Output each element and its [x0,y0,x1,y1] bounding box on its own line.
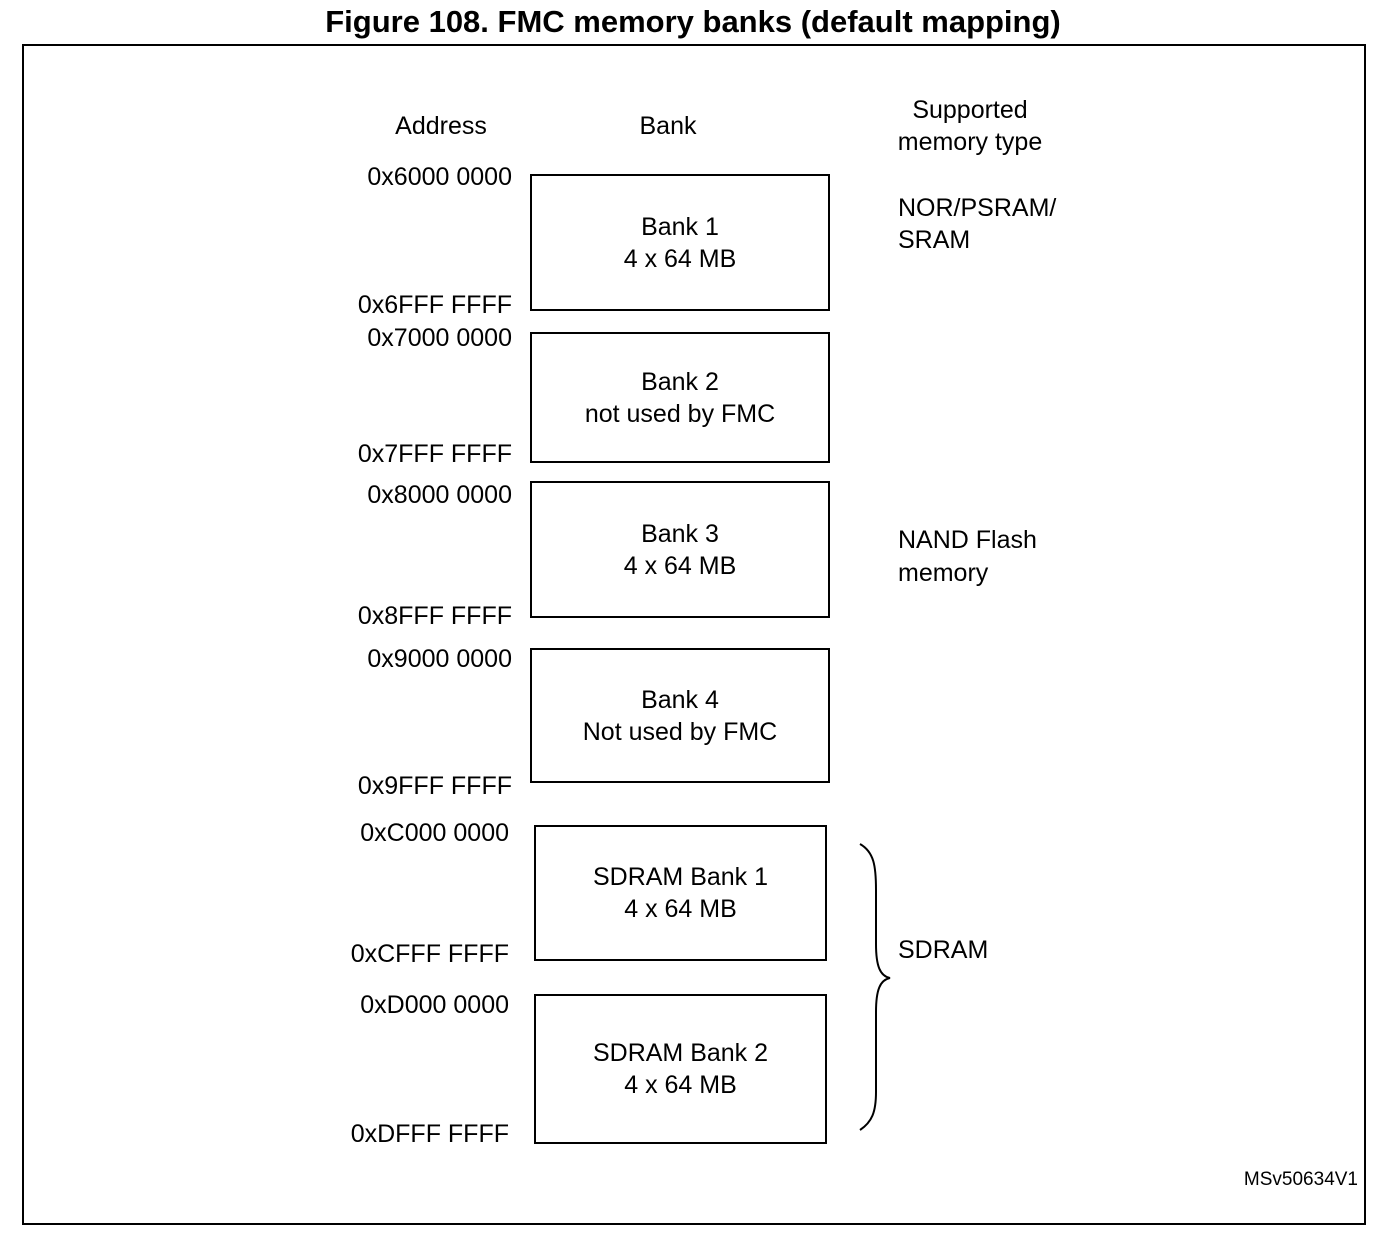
memory-type-nand-line1: NAND Flash [898,526,1037,554]
memory-type-sdram: SDRAM [898,936,989,964]
memory-type-nor-line2: SRAM [898,226,971,254]
address-column-header: Address [395,112,487,140]
bank-4-box: Bank 4 Not used by FMC [530,648,830,783]
bank1-end-address: 0x6FFF FFFF [357,291,512,319]
bank1-start-address: 0x6000 0000 [367,163,512,191]
brace-path [859,843,891,1131]
bank-4-name: Bank 4 [641,685,719,714]
bank-3-box: Bank 3 4 x 64 MB [530,481,830,618]
bank4-end-address: 0x9FFF FFFF [357,772,512,800]
bank-1-box: Bank 1 4 x 64 MB [530,174,830,311]
bank3-end-address: 0x8FFF FFFF [357,602,512,630]
bank4-start-address: 0x9000 0000 [367,645,512,673]
bank-2-detail: not used by FMC [584,399,776,428]
bank3-start-address: 0x8000 0000 [367,481,512,509]
sdram-bank1-start-address: 0xC000 0000 [360,819,509,847]
sdram-bank-1-detail: 4 x 64 MB [624,895,737,923]
sdram-brace [859,843,891,1131]
sdram-bank-2-detail: 4 x 64 MB [624,1071,737,1099]
memory-type-nand-line2: memory [898,559,989,587]
bank-2-box: Bank 2 not used by FMC [530,332,830,463]
bank2-start-address: 0x7000 0000 [367,324,512,352]
reference-code: MSv50634V1 [1243,1169,1358,1190]
sdram-bank-1-box: SDRAM Bank 1 4 x 64 MB [534,825,827,961]
sdram-bank-2-box: SDRAM Bank 2 4 x 64 MB [534,994,827,1144]
sdram-bank2-end-address: 0xDFFF FFFF [350,1120,509,1148]
bank2-end-address: 0x7FFF FFFF [357,440,512,468]
supported-type-header-line2: memory type [897,128,1043,156]
bank-4-detail: Not used by FMC [582,717,778,746]
figure-title: Figure 108. FMC memory banks (default ma… [325,4,1061,39]
diagram-frame [22,44,1366,1225]
sdram-bank-2-name: SDRAM Bank 2 [592,1039,769,1067]
bank-1-detail: 4 x 64 MB [623,244,737,273]
bank-3-detail: 4 x 64 MB [623,551,737,580]
supported-type-header-line1: Supported [912,96,1028,124]
sdram-bank2-start-address: 0xD000 0000 [360,991,509,1019]
memory-type-nor-line1: NOR/PSRAM/ [898,194,1057,222]
bank-2-name: Bank 2 [641,367,719,396]
sdram-bank-1-name: SDRAM Bank 1 [592,863,769,891]
bank-column-header: Bank [639,112,697,140]
bank-3-name: Bank 3 [641,519,719,548]
bank-1-name: Bank 1 [641,212,719,241]
sdram-bank1-end-address: 0xCFFF FFFF [350,940,509,968]
